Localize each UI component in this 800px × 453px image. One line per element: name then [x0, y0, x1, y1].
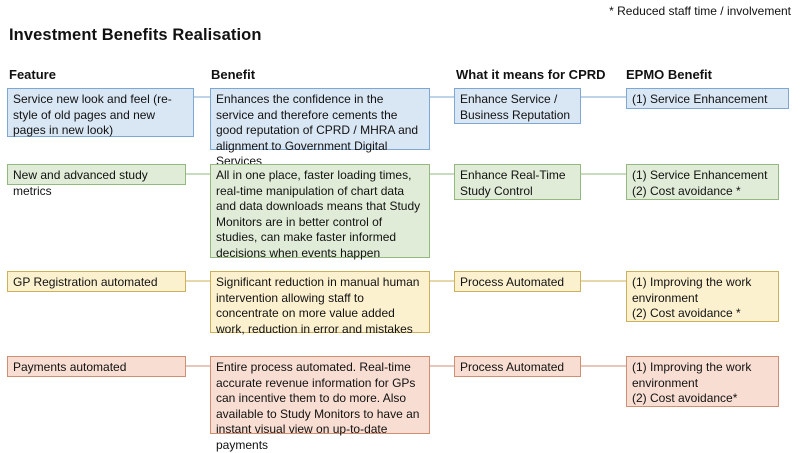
benefit-box: All in one place, faster loading times, …	[210, 164, 430, 260]
epmo-line: (1) Improving the work environment	[632, 360, 752, 390]
feature-box: Service new look and feel (re-style of o…	[7, 88, 194, 137]
page-title: Investment Benefits Realisation	[9, 26, 262, 44]
epmo-line: (1) Service Enhancement	[632, 168, 768, 182]
benefit-box: Enhances the confidence in the service a…	[210, 88, 430, 168]
epmo-line: (2) Cost avoidance *	[632, 183, 741, 198]
header-feature: Feature	[9, 67, 56, 82]
benefit-box: Entire process automated. Real-time accu…	[210, 356, 430, 452]
means-box: Enhance Service / Business Reputation	[454, 88, 581, 124]
epmo-line: (1) Service Enhancement	[632, 92, 768, 106]
header-what-it-means: What it means for CPRD	[456, 67, 606, 82]
feature-box: Payments automated	[7, 356, 186, 377]
benefit-box: Significant reduction in manual human in…	[210, 271, 430, 336]
footnote: * Reduced staff time / involvement	[609, 4, 791, 18]
header-benefit: Benefit	[211, 67, 256, 82]
epmo-line: (2) Cost avoidance*	[632, 391, 738, 405]
epmo-box: (1) Service Enhancement (2) Cost avoidan…	[626, 164, 779, 200]
feature-box: GP Registration automated	[7, 271, 186, 292]
feature-box: New and advanced study metrics	[7, 164, 186, 198]
epmo-box: (1) Improving the work environment (2) C…	[626, 356, 779, 407]
epmo-line: (2) Cost avoidance *	[632, 306, 741, 320]
header-epmo-benefit: EPMO Benefit	[626, 67, 712, 82]
epmo-box: (1) Improving the work environment (2) C…	[626, 271, 779, 322]
epmo-line: (1) Improving the work environment	[632, 275, 752, 305]
means-box: Process Automated	[454, 271, 581, 292]
epmo-box: (1) Service Enhancement	[626, 88, 789, 109]
means-box: Enhance Real-Time Study Control	[454, 164, 581, 200]
means-box: Process Automated	[454, 356, 581, 377]
